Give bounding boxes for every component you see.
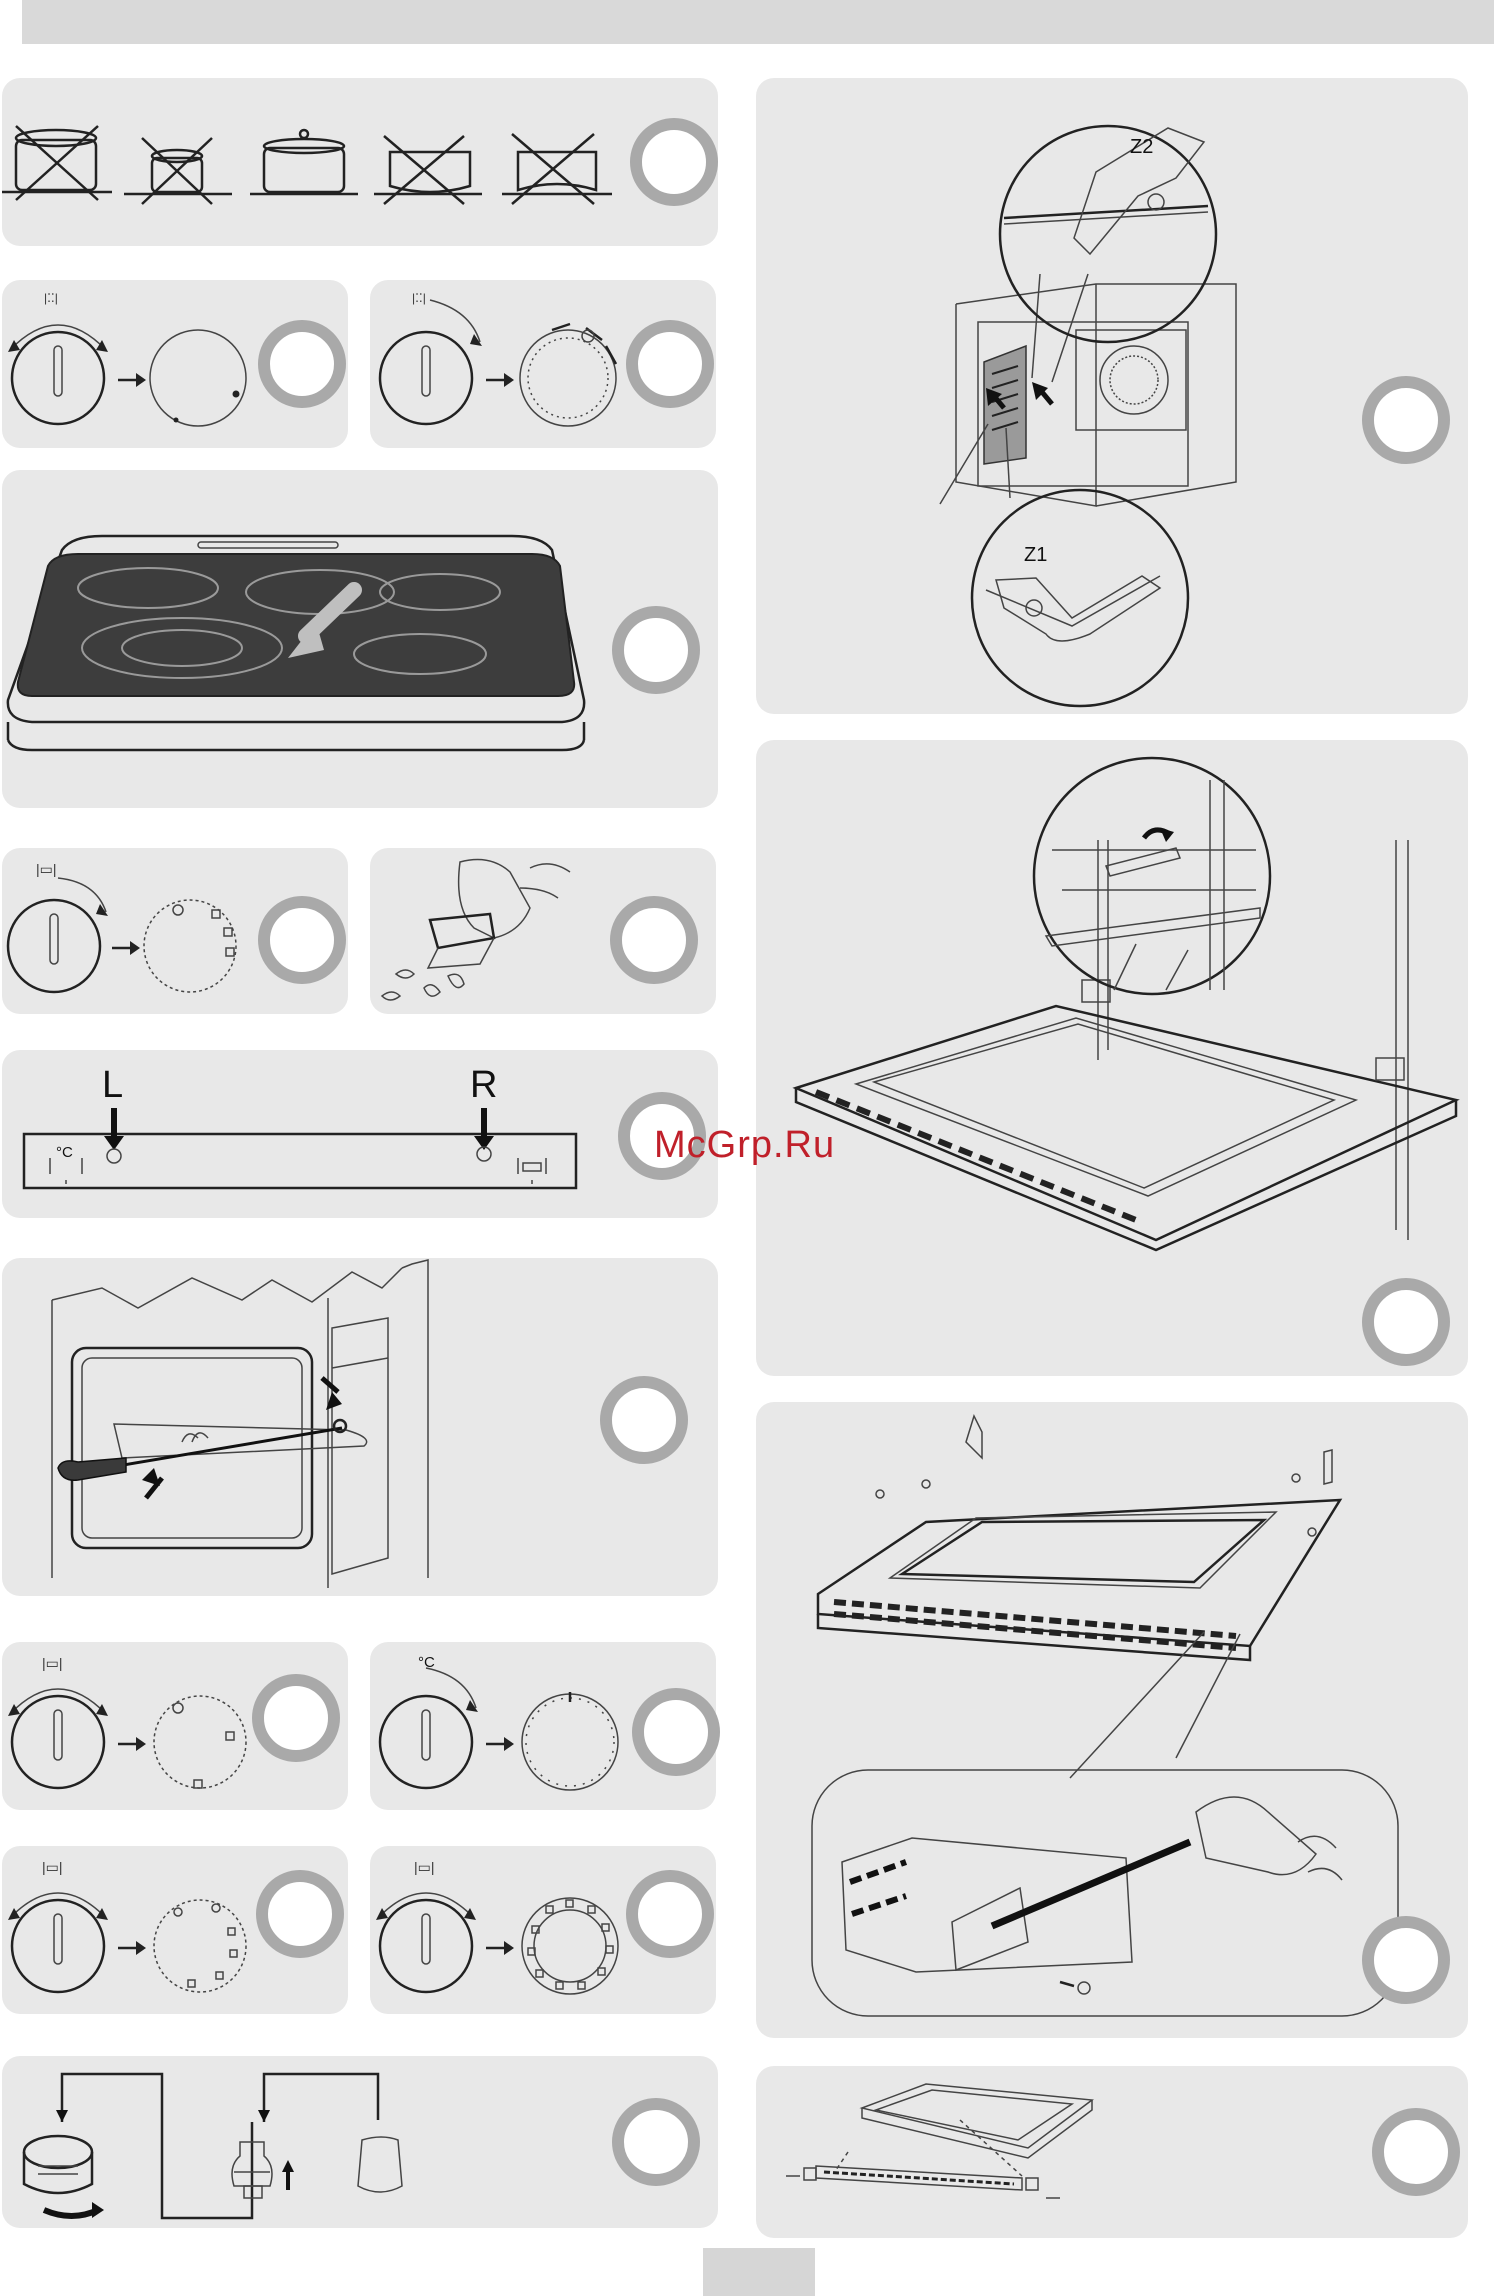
- step-marker-circle: [610, 896, 698, 984]
- step-marker-circle: [626, 1870, 714, 1958]
- knob-turn-panel-7: |▭|: [370, 1846, 716, 2014]
- watermark-text: McGrp.Ru: [654, 1124, 835, 1167]
- knob-turn-panel-6: |▭|: [2, 1846, 348, 2014]
- svg-text:|▭|: |▭|: [42, 1655, 63, 1671]
- ceramic-hob-panel: [2, 470, 718, 808]
- lamp-replacement-panel: [2, 2056, 718, 2228]
- door-assembly-panel: [756, 2066, 1468, 2238]
- door-removal-illustration: [756, 740, 1468, 1376]
- svg-text:|▭|: |▭|: [414, 1859, 435, 1875]
- celsius-symbol: °C: [418, 1654, 435, 1671]
- side-rails-panel: Z2 Z1: [756, 78, 1468, 714]
- side-rails-illustration: [756, 78, 1468, 714]
- knob-turn-panel-5: °C: [370, 1642, 716, 1810]
- pot-too-large-crossed: [2, 126, 112, 200]
- step-marker-circle: [632, 1688, 720, 1776]
- knob-turn-panel-1: |⁚⁚|: [2, 280, 348, 448]
- step-marker-circle: [612, 2098, 700, 2186]
- step-marker-circle: [252, 1674, 340, 1762]
- control-panel-lr-illustration: [2, 1050, 718, 1218]
- svg-text:|⁚⁚|: |⁚⁚|: [44, 291, 58, 305]
- control-panel-lr: L R °C: [2, 1050, 718, 1218]
- knob-turn-panel-3: |▭|: [2, 848, 348, 1014]
- step-marker-circle: [1362, 1278, 1450, 1366]
- pot-uneven-base-crossed: [502, 134, 612, 204]
- step-marker-circle: [258, 320, 346, 408]
- pot-too-small-crossed: [124, 138, 232, 204]
- door-assembly-illustration: [756, 2066, 1468, 2238]
- knob-turn-panel-2: |⁚⁚|: [370, 280, 716, 448]
- pot-correct: [250, 130, 358, 194]
- ceramic-hob-illustration: [2, 470, 718, 808]
- door-glass-illustration: [756, 1402, 1468, 2038]
- knob-turn-panel-4: |▭|: [2, 1642, 348, 1810]
- step-marker-circle: [258, 896, 346, 984]
- step-marker-circle: [256, 1870, 344, 1958]
- page-number-tab: [703, 2248, 815, 2296]
- step-marker-circle: [1362, 376, 1450, 464]
- svg-text:|⁚⁚|: |⁚⁚|: [412, 291, 426, 305]
- step-marker-circle: [626, 320, 714, 408]
- oven-interior-panel: [2, 1258, 718, 1596]
- pot-warped-base-crossed: [374, 136, 482, 204]
- page-header-bar: [22, 0, 1494, 44]
- lamp-replacement-illustration: [2, 2056, 718, 2228]
- step-marker-circle: [630, 118, 718, 206]
- cookware-panel: [2, 78, 718, 246]
- step-marker-circle: [612, 606, 700, 694]
- svg-text:|▭|: |▭|: [42, 1859, 63, 1875]
- celsius-symbol: °C: [56, 1144, 73, 1161]
- z1-label: Z1: [1024, 544, 1047, 567]
- svg-text:|▭|: |▭|: [36, 861, 57, 877]
- cookware-illustration: [2, 78, 718, 246]
- z2-label: Z2: [1130, 136, 1153, 159]
- scraper-cleaning-panel: [370, 848, 716, 1014]
- step-marker-circle: [1362, 1916, 1450, 2004]
- step-marker-circle: [600, 1376, 688, 1464]
- door-glass-panel: [756, 1402, 1468, 2038]
- step-marker-circle: [1372, 2108, 1460, 2196]
- door-removal-panel: [756, 740, 1468, 1376]
